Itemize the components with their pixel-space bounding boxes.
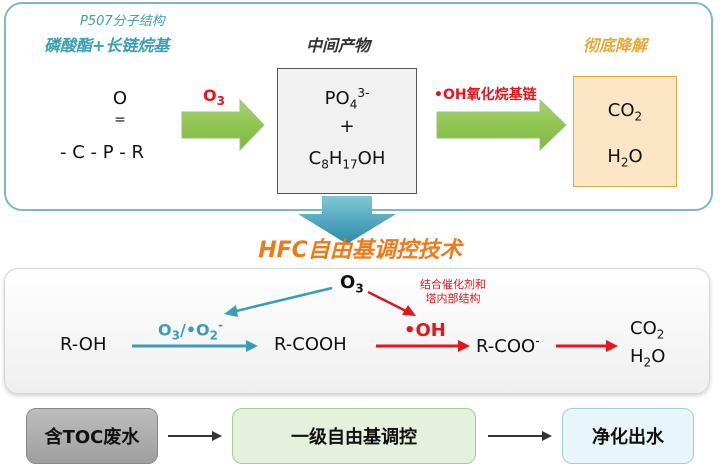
o3-o2-label: O3/•O2-	[158, 318, 223, 343]
final-product-box	[573, 76, 677, 187]
rcooh-label: R-COOH	[274, 334, 347, 355]
teal-diagonal-arrow	[231, 286, 333, 314]
o3-label: O3	[203, 86, 225, 109]
rcoo-label: R-COO-	[476, 334, 540, 357]
molecule-title: 磷酸酯+长链烷基	[44, 36, 170, 55]
mid-co2-label: CO2	[630, 318, 665, 342]
co2-formula: CO2	[607, 100, 643, 124]
red-diagonal-head	[402, 305, 416, 316]
oh-radical-label: •OH	[404, 320, 446, 341]
oh-oxidation-label: •OH氧化烷基链	[434, 87, 537, 103]
teal-diagonal-head	[224, 305, 238, 317]
structure-chain: - C - P - R	[60, 142, 145, 163]
red-horizontal-head-1	[458, 340, 470, 352]
down-arrow	[298, 196, 396, 244]
roh-label: R-OH	[60, 334, 107, 355]
teal-horizontal-head	[246, 340, 258, 352]
flow-arrow-2-head	[542, 431, 552, 441]
mid-o3-label: O3	[340, 272, 364, 296]
molecule-caption: P507分子结构	[80, 14, 165, 29]
structure-oxygen: O	[112, 88, 128, 109]
octanol-formula: C8H17OH	[308, 148, 386, 172]
flow-step-purified-water: 净化出水	[562, 408, 694, 464]
mechanism-panel	[4, 268, 710, 394]
catalyst-note-line1: 结合催化剂和	[420, 278, 486, 291]
flow-step-radical-control: 一级自由基调控	[232, 408, 476, 464]
hfc-title: HFC自由基调控技术	[258, 238, 462, 263]
mechanism-arrows-layer	[132, 286, 618, 352]
top-arrows-layer	[181, 98, 567, 244]
structure-double-bond: =	[114, 112, 126, 128]
green-arrow-1	[181, 98, 265, 152]
intermediate-title: 中间产物	[306, 36, 371, 55]
green-arrow-2	[436, 98, 567, 152]
intermediate-box	[277, 68, 417, 194]
final-title: 彻底降解	[583, 36, 648, 55]
red-diagonal-arrow	[367, 290, 409, 314]
catalyst-note: 结合催化剂和 塔内部结构	[398, 278, 508, 306]
h2o-formula: H2O	[607, 146, 643, 170]
red-horizontal-head-2	[606, 340, 618, 352]
catalyst-note-line2: 塔内部结构	[425, 292, 481, 305]
plus-sign: +	[339, 116, 355, 137]
mid-h2o-label: H2O	[630, 346, 666, 370]
flow-step-wastewater: 含TOC废水	[26, 408, 158, 464]
phosphate-formula: PO43-	[324, 86, 370, 112]
flow-arrow-1-head	[212, 431, 222, 441]
flow-arrows-layer	[168, 431, 552, 441]
